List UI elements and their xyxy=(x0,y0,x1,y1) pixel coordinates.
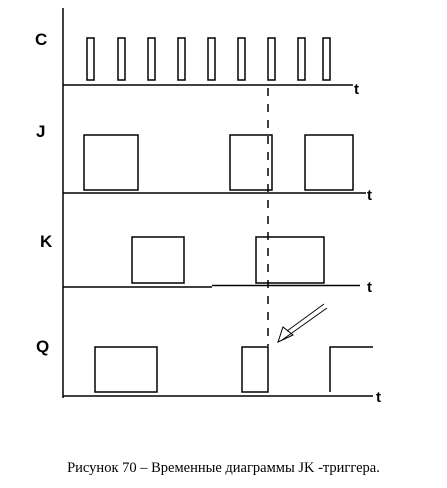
figure-caption: Рисунок 70 – Временные диаграммы JK -три… xyxy=(67,460,380,476)
time-label-c: t xyxy=(354,81,359,98)
signal-label-k: K xyxy=(40,232,53,251)
k-pulse xyxy=(255,236,325,284)
j-pulses xyxy=(83,134,354,191)
c-pulse xyxy=(86,37,95,81)
j-pulse xyxy=(304,134,354,191)
signal-label-c: C xyxy=(35,30,47,49)
q-pulses xyxy=(94,346,373,393)
k-pulses xyxy=(131,236,325,284)
j-pulse xyxy=(229,134,273,191)
q-pulse xyxy=(329,346,373,392)
c-pulse xyxy=(177,37,186,81)
c-pulse xyxy=(147,37,156,81)
time-label-q: t xyxy=(376,389,381,406)
c-pulse xyxy=(237,37,246,81)
pointer-arrow xyxy=(277,303,328,343)
signal-label-q: Q xyxy=(36,337,49,356)
clock-pulses xyxy=(86,37,331,81)
c-pulse xyxy=(322,37,331,81)
k-pulse xyxy=(131,236,185,284)
c-pulse xyxy=(117,37,126,81)
time-label-j: t xyxy=(367,187,372,204)
c-pulse xyxy=(297,37,306,81)
j-pulse xyxy=(83,134,139,191)
c-pulse xyxy=(267,37,276,81)
q-pulse xyxy=(241,346,269,393)
q-pulse xyxy=(94,346,158,393)
time-label-k: t xyxy=(367,279,372,296)
signal-label-j: J xyxy=(36,122,45,141)
c-pulse xyxy=(207,37,216,81)
timing-diagram: C t J t K t Q t xyxy=(35,8,381,406)
